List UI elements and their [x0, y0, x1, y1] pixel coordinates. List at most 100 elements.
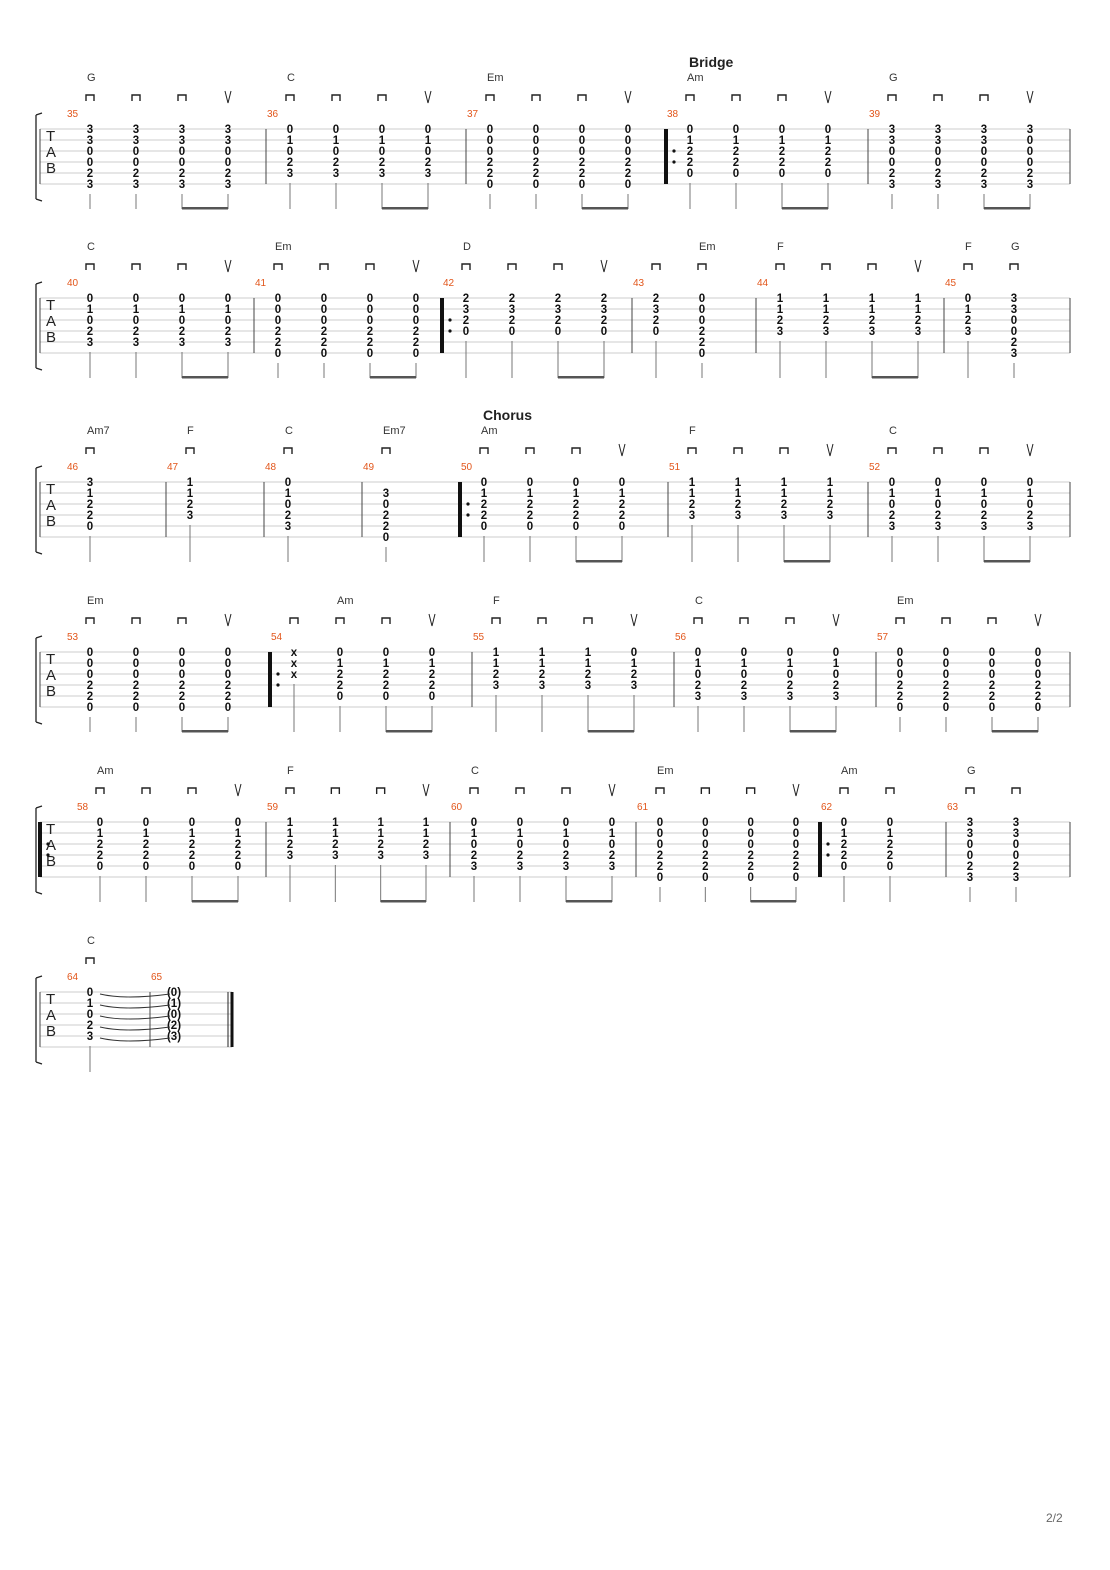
- fret-number: 3: [87, 477, 93, 489]
- upstroke-icon: [424, 90, 432, 104]
- fret-number: 0: [1013, 850, 1019, 862]
- fret-number: 3: [601, 304, 607, 316]
- fret-number: 0: [657, 817, 663, 829]
- tie-curve: [99, 1026, 171, 1031]
- fret-number: 1: [97, 828, 104, 840]
- fret-number: 2: [509, 293, 515, 305]
- fret-number: 0: [1035, 669, 1041, 681]
- fret-number: 1: [517, 828, 524, 840]
- measure-number: 65: [151, 972, 163, 983]
- downstroke-icon: [331, 94, 341, 101]
- fret-number: 1: [179, 304, 186, 316]
- note-beam: [992, 730, 1038, 733]
- fret-number: 3: [555, 304, 561, 316]
- fret-number: 1: [609, 828, 616, 840]
- fret-number: 2: [579, 157, 585, 169]
- downstroke-icon: [131, 94, 141, 101]
- fret-number: 2: [87, 1020, 93, 1032]
- fret-number: 3: [463, 304, 469, 316]
- measure-number: 42: [443, 278, 455, 289]
- fret-number: 0: [487, 146, 493, 158]
- fret-number: 0: [225, 293, 231, 305]
- fret-number: 1: [377, 817, 384, 829]
- repeat-barline: [268, 652, 272, 707]
- fret-number: 2: [1035, 691, 1041, 703]
- tab-clef-letter: T: [46, 128, 55, 145]
- fret-number: 2: [225, 168, 231, 180]
- fret-number: 0: [793, 839, 799, 851]
- upstroke-icon: [422, 783, 430, 797]
- measure: 65(0)(1)(0)(2)(3): [99, 972, 234, 1047]
- upstroke-icon: [826, 443, 834, 457]
- fret-number: 0: [275, 315, 281, 327]
- fret-number: 0: [1035, 702, 1041, 714]
- fret-number: 3: [563, 861, 569, 873]
- fret-number: 3: [823, 326, 829, 338]
- fret-number: 0: [189, 817, 195, 829]
- fret-number: 0: [981, 499, 987, 511]
- fret-number: 3: [287, 850, 293, 862]
- tab-system: TAB4001023010230102301023C41000220000220…: [35, 241, 1071, 379]
- fret-number: 0: [967, 850, 973, 862]
- downstroke-icon: [377, 94, 387, 101]
- fret-number: 0: [527, 477, 533, 489]
- fret-number: 2: [981, 168, 987, 180]
- downstroke-icon: [525, 447, 535, 454]
- fret-number: 2: [287, 157, 293, 169]
- fret-number: 1: [689, 477, 696, 489]
- note-beam: [872, 376, 918, 379]
- chord-name: F: [493, 595, 500, 607]
- fret-number: 2: [747, 861, 753, 873]
- fret-number: 2: [333, 157, 339, 169]
- fret-number: 0: [699, 348, 705, 360]
- fret-number: 0: [889, 477, 895, 489]
- fret-number: 1: [777, 304, 784, 316]
- fret-number: 3: [225, 179, 231, 191]
- system-bracket: [35, 635, 43, 725]
- fret-number: 3: [889, 124, 895, 136]
- fret-number: 1: [585, 658, 592, 670]
- fret-number: 1: [423, 828, 430, 840]
- fret-number: 0: [87, 987, 93, 999]
- upstroke-icon: [824, 90, 832, 104]
- chord-name: G: [87, 72, 96, 84]
- measure-number: 41: [255, 278, 267, 289]
- fret-number: 2: [702, 850, 708, 862]
- fret-number: 3: [509, 304, 515, 316]
- downstroke-icon: [693, 617, 703, 624]
- fret-number: 0: [825, 124, 831, 136]
- fret-number: 0: [1035, 647, 1041, 659]
- fret-number: 3: [1013, 828, 1019, 840]
- downstroke-icon: [1011, 787, 1021, 794]
- fret-number: 3: [383, 488, 389, 500]
- fret-number: 0: [579, 124, 585, 136]
- fret-number: 2: [87, 510, 93, 522]
- downstroke-icon: [319, 263, 329, 270]
- repeat-dot: [826, 853, 830, 857]
- fret-number: 0: [413, 348, 419, 360]
- fret-number: (0): [167, 987, 181, 999]
- fret-number: 1: [823, 293, 830, 305]
- fret-number: 0: [981, 477, 987, 489]
- fret-number: 0: [337, 691, 343, 703]
- upstroke-icon: [600, 259, 608, 273]
- fret-number: 0: [333, 146, 339, 158]
- upstroke-icon: [832, 613, 840, 627]
- fret-number: 2: [585, 669, 591, 681]
- fret-number: 0: [379, 146, 385, 158]
- fret-number: 2: [275, 326, 281, 338]
- tab-clef-letter: B: [46, 513, 56, 530]
- downstroke-icon: [963, 263, 973, 270]
- downstroke-icon: [185, 447, 195, 454]
- fret-number: 2: [787, 680, 793, 692]
- fret-number: 0: [235, 817, 241, 829]
- fret-number: 0: [133, 146, 139, 158]
- fret-number: 3: [585, 680, 591, 692]
- fret-number: 2: [187, 499, 193, 511]
- downstroke-icon: [651, 263, 661, 270]
- fret-number: 2: [97, 839, 103, 851]
- fret-number: 0: [87, 521, 93, 533]
- repeat-dot: [672, 149, 676, 153]
